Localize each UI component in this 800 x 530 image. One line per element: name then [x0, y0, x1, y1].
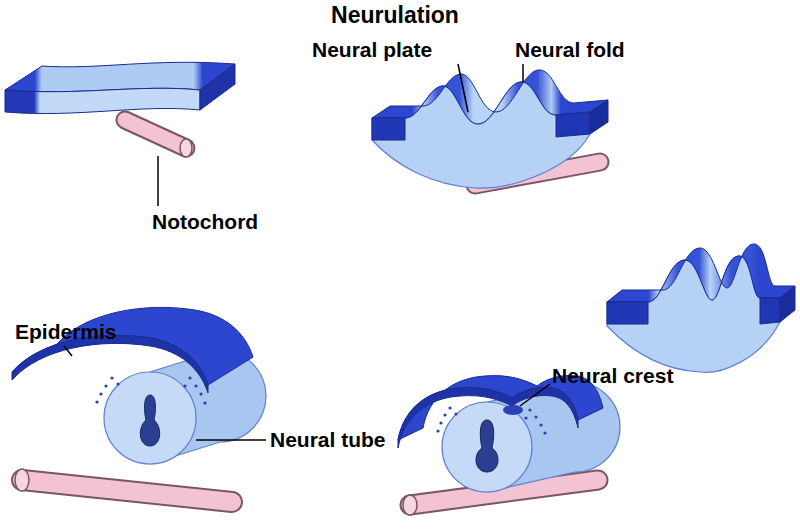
part-label: Notochord — [152, 210, 258, 233]
crest-cells — [436, 406, 546, 434]
plate-side-face — [200, 64, 235, 110]
part-label: Neural tube — [270, 428, 386, 451]
crest-cell — [110, 376, 113, 379]
part-label: Neural fold — [515, 38, 625, 61]
block-front-face — [607, 302, 648, 324]
tube-lumen — [476, 420, 498, 472]
neural-tube-stage — [12, 307, 266, 502]
neural-fold-stage — [372, 64, 608, 188]
leader-line — [458, 64, 468, 112]
leader-line — [157, 156, 159, 206]
crest-cell — [188, 376, 191, 379]
notochord-outline — [125, 120, 186, 148]
notochord — [22, 480, 232, 502]
flat-plate-stage — [5, 62, 235, 206]
neural-crest-stage — [398, 375, 620, 515]
crest-cell — [99, 392, 102, 395]
block-front-face — [760, 298, 780, 324]
block-side-face — [590, 100, 608, 134]
crest-cell — [448, 406, 451, 409]
crest-cell — [183, 384, 186, 387]
notochord-end — [180, 139, 192, 157]
notochord-end — [403, 495, 417, 515]
crest-cell — [194, 384, 197, 387]
plate-front-face — [5, 88, 200, 113]
crest-cells — [95, 376, 206, 404]
diagram-title: Neurulation — [331, 3, 459, 28]
crest-cell — [534, 415, 537, 418]
plate-top-surface — [607, 244, 795, 302]
crest-cell — [454, 412, 457, 415]
crest-cell — [203, 401, 206, 404]
tube-face — [104, 372, 196, 464]
crest-cell — [95, 400, 98, 403]
crest-cell — [436, 429, 439, 432]
part-label: Neural crest — [552, 364, 673, 387]
block-front-face — [372, 118, 405, 140]
epidermis-top — [12, 307, 253, 385]
part-label: Neural plate — [312, 38, 432, 61]
crest-cell — [443, 413, 446, 416]
block-front-face — [556, 112, 590, 137]
plate-top-face — [5, 62, 235, 91]
tube-face — [442, 402, 532, 492]
crest-cell — [539, 423, 542, 426]
crest-cell — [439, 421, 442, 424]
part-label: Epidermis — [15, 320, 117, 343]
tube-lumen — [140, 395, 159, 446]
crest-cell — [524, 416, 527, 419]
crest-cell — [116, 382, 119, 385]
crest-cell — [104, 384, 107, 387]
block-side-face — [780, 286, 795, 322]
leader-line — [522, 64, 524, 82]
crest-cell — [528, 408, 531, 411]
epidermis-edge — [12, 335, 208, 393]
leader-line — [64, 346, 72, 356]
crest-cell — [543, 431, 546, 434]
notochord-end — [15, 469, 29, 491]
crest-cell — [199, 392, 202, 395]
epidermis-edge — [398, 387, 578, 448]
notochord — [125, 120, 186, 148]
notochord-outline — [22, 480, 232, 502]
leader-line — [520, 384, 550, 406]
neural-crest — [503, 405, 523, 415]
closing-fold-stage — [607, 244, 795, 372]
leader-line — [196, 439, 266, 441]
